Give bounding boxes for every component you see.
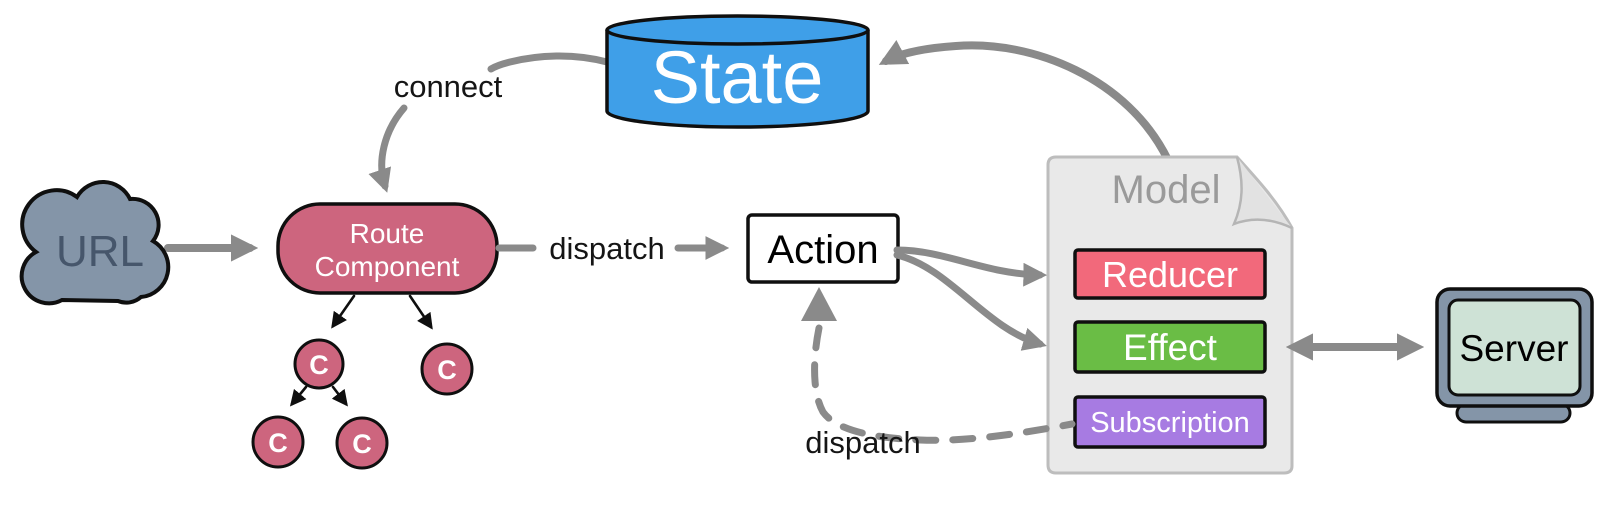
effect-label: Effect — [1123, 327, 1218, 368]
subscription-dispatch-label: dispatch — [805, 425, 920, 460]
component-node-label: C — [437, 355, 457, 385]
url-node: URL — [19, 180, 171, 306]
action-to-reducer-arrow — [893, 246, 1048, 287]
route-component-label-line2: Component — [315, 251, 460, 282]
state-node: State — [605, 14, 870, 129]
reducer-label: Reducer — [1102, 254, 1238, 295]
connect-to-route-arrow — [368, 104, 408, 193]
model-paper — [1046, 155, 1294, 475]
subscription-dispatch-dashed-line — [811, 324, 1076, 444]
reducer-box — [1073, 248, 1267, 300]
component-node-label: C — [309, 350, 329, 380]
component-node-label: C — [268, 428, 288, 458]
tree-arrow — [331, 294, 356, 329]
tree-arrow — [331, 385, 348, 407]
connect-label: connect — [394, 69, 503, 104]
subscription-dispatch-arrowhead-icon — [801, 287, 837, 321]
state-label: State — [651, 36, 824, 119]
component-node — [293, 338, 345, 390]
component-node — [335, 416, 389, 470]
action-label: Action — [767, 228, 878, 272]
route-component-node: Route Component — [276, 202, 499, 295]
url-label: URL — [56, 227, 144, 276]
action-node: Action — [746, 213, 900, 284]
component-node-label: C — [352, 429, 372, 459]
subscription-label: Subscription — [1090, 407, 1250, 439]
state-cylinder-top — [605, 14, 870, 46]
model-document: Model Reducer Effect Subscription — [1046, 155, 1294, 475]
effect-box — [1073, 320, 1267, 374]
model-folded-corner-icon — [1231, 156, 1293, 230]
model-to-state-arrow — [878, 40, 1172, 164]
tree-arrow — [408, 294, 433, 330]
url-cloud-icon — [19, 180, 171, 306]
tree-arrow — [289, 385, 308, 407]
state-to-connect-line — [487, 52, 611, 73]
server-label: Server — [1460, 328, 1569, 369]
action-to-effect-arrow — [893, 251, 1047, 351]
server-node: Server — [1435, 287, 1594, 424]
subscription-box — [1073, 395, 1267, 449]
component-node — [251, 415, 305, 469]
route-component-label-line1: Route — [350, 218, 425, 249]
server-screen — [1447, 298, 1582, 397]
component-node — [420, 342, 474, 396]
dispatch-label: dispatch — [549, 231, 664, 266]
component-tree: C C C C — [251, 294, 474, 470]
state-cylinder-body — [605, 30, 870, 129]
model-label: Model — [1112, 168, 1221, 212]
